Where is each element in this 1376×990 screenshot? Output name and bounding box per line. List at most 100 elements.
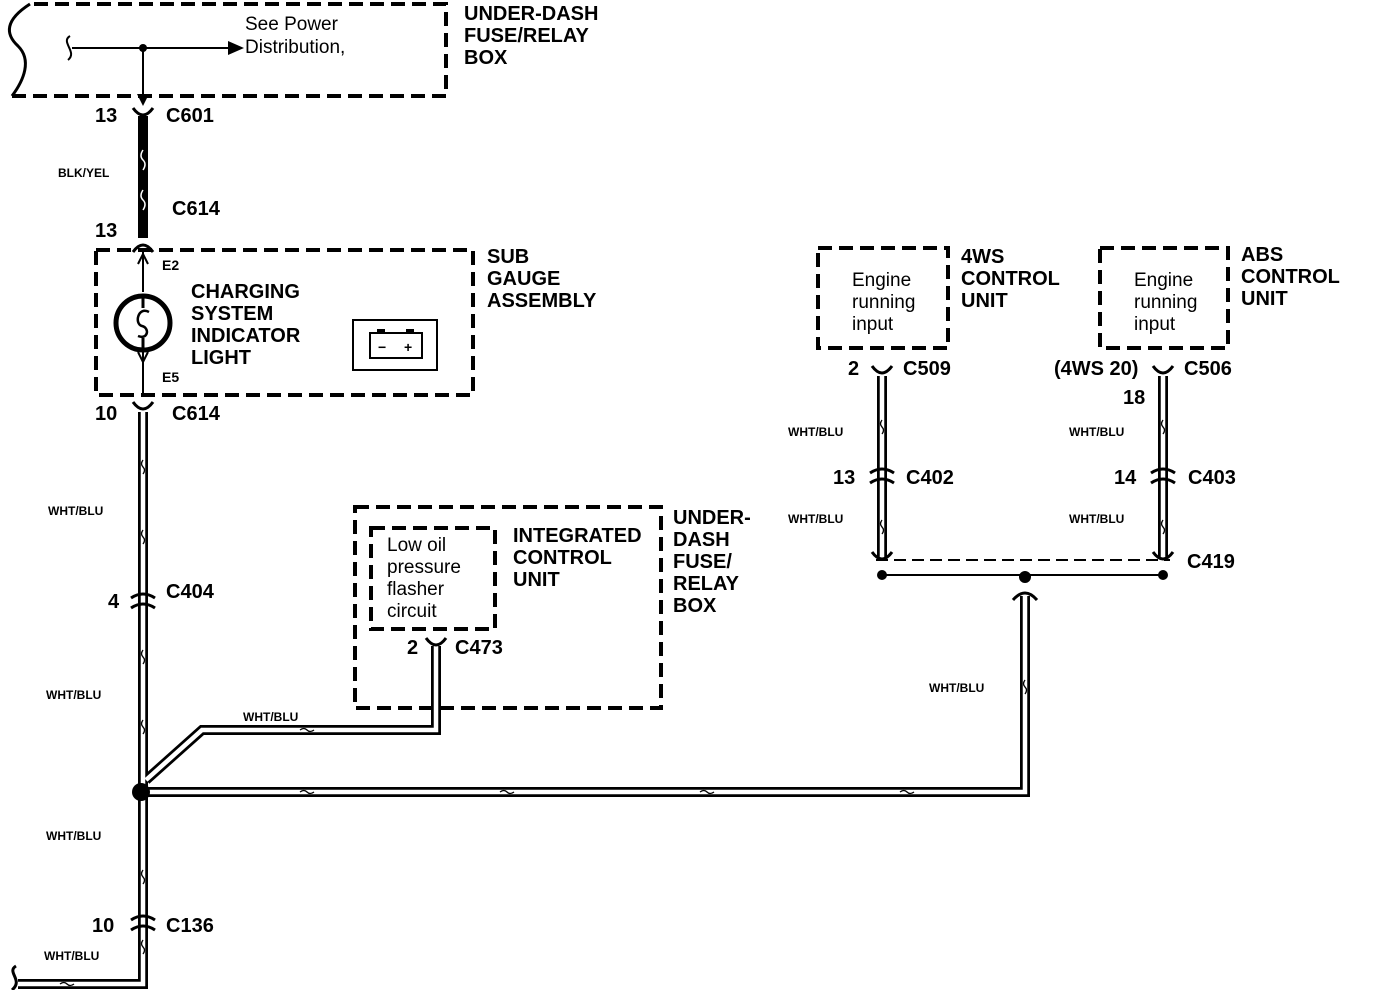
connector-symbol [870,551,894,561]
top-box-name-line-2: FUSE/RELAY [464,25,590,47]
c403-label: C403 [1188,467,1236,489]
top-fuse-box-outline [12,2,448,98]
battery-terminal-pos [406,329,414,333]
abs-control-unit: Engine running input ABS CONTROL UNIT [1098,244,1340,350]
wire-label-blk-yel: BLK/YEL [58,166,109,180]
icu-outer-outline [353,505,663,710]
connector-c419: C419 [870,551,1235,602]
ws4-name-line-3: UNIT [961,290,1008,312]
light-line-3: INDICATOR [191,325,301,347]
wire-label-wht-blu-7: WHT/BLU [788,425,843,439]
c136-pin: 10 [92,915,114,937]
icu-box-line-2: DASH [673,529,730,551]
c473-pin: 2 [407,637,418,659]
ws4-inner-line-2: running [852,292,915,313]
terminal-e2: E2 [162,257,179,273]
wire-label-wht-blu-1: WHT/BLU [48,504,103,518]
c614-top-label: C614 [172,198,221,220]
ws4-inner-line-1: Engine [852,270,911,291]
battery-plus: + [404,339,412,355]
power-note-line-2: Distribution, [245,37,345,58]
abs-name-line-3: UNIT [1241,288,1288,310]
connector-symbol [130,914,156,932]
c402-label: C402 [906,467,954,489]
sub-gauge-outline [94,248,475,397]
wire-stripe-marks [59,419,1166,987]
abs-inner-line-3: input [1134,314,1176,335]
c614-bottom-pin: 10 [95,403,117,425]
icu-name-line-3: UNIT [513,569,560,591]
icu-box-line-3: FUSE/ [673,551,732,573]
power-note-line-1: See Power [245,14,339,35]
connector-symbol [1150,467,1176,485]
wire-blk-yel-stripe [140,149,146,211]
c509-pin: 2 [848,358,859,380]
light-line-2: SYSTEM [191,303,273,325]
c419-label: C419 [1187,551,1235,573]
c473-label: C473 [455,637,503,659]
c601-label: C601 [166,105,214,127]
abs-name-line-1: ABS [1241,244,1283,266]
connector-c614-bottom: 10 C614 [95,401,221,425]
horizontal-wire-core [143,596,1028,795]
ws4-name-line-2: CONTROL [961,268,1060,290]
icu-inner-outline [369,526,497,631]
connector-c473: 2 C473 [407,637,503,659]
sub-gauge-name-line-1: SUB [487,246,529,268]
c419-terminal [1158,570,1168,580]
light-line-1: CHARGING [191,281,300,303]
lamp-filament-icon [136,309,150,339]
light-line-4: LIGHT [191,347,251,369]
abs-inner-line-2: running [1134,292,1197,313]
connector-c509: 2 C509 [848,358,951,380]
abs-outline [1098,246,1230,350]
icu-inner-line-3: flasher [387,579,445,600]
connector-symbol [131,107,155,117]
connector-c601: 13 C601 [95,105,214,127]
battery-symbol-frame [352,319,438,371]
c419-terminal [877,570,887,580]
wire-label-wht-blu-8: WHT/BLU [788,512,843,526]
ws4-inner-line-3: input [852,314,894,335]
icu-inner-line-4: circuit [387,601,437,622]
connector-c614-top: 13 C614 [95,198,221,253]
abs-inner-line-1: Engine [1134,270,1193,291]
connector-c404: 4 C404 [108,581,215,613]
c506-label: C506 [1184,358,1232,380]
wire-label-wht-blu-3: WHT/BLU [46,829,101,843]
feed-break-symbol [65,35,73,61]
wire-to-c473-core [144,646,439,782]
wire-break-symbol [10,964,18,990]
icu-inner-line-1: Low oil [387,535,446,556]
c506-pin-2: 18 [1123,387,1145,409]
top-fuse-relay-box: See Power Distribution, UNDER-DASH FUSE/… [7,2,598,106]
sub-gauge-name-line-2: GAUGE [487,268,560,290]
connector-c136: 10 C136 [92,914,214,937]
wht-blu-wires [10,376,1168,990]
wire-label-wht-blu-10: WHT/BLU [1069,512,1124,526]
icu-name-line-2: CONTROL [513,547,612,569]
wire-label-wht-blu-5: WHT/BLU [243,710,298,724]
c136-label: C136 [166,915,214,937]
icu-inner-line-2: pressure [387,557,461,578]
e5-arrow-icon [137,351,149,365]
sub-gauge-name-line-3: ASSEMBLY [487,290,597,312]
connector-c402: 13 C402 [833,467,954,489]
connector-symbol [869,467,895,485]
connector-c506: (4WS 20) 18 C506 [1054,358,1232,409]
c404-label: C404 [166,581,215,603]
c419-terminal [1019,571,1031,583]
top-box-name-line-3: BOX [464,47,508,69]
wire-label-wht-blu-2: WHT/BLU [46,688,101,702]
drop-arrow-icon [137,94,149,106]
battery-icon [369,332,423,359]
wire-label-wht-blu-4: WHT/BLU [44,949,99,963]
splice-junction [132,783,150,801]
connector-symbol [131,401,155,411]
top-box-name-line-1: UNDER-DASH [464,3,598,25]
wire-label-wht-blu-9: WHT/BLU [1069,425,1124,439]
connector-symbol [1151,365,1175,375]
power-arrow-icon [228,41,244,55]
c404-pin: 4 [108,591,120,613]
